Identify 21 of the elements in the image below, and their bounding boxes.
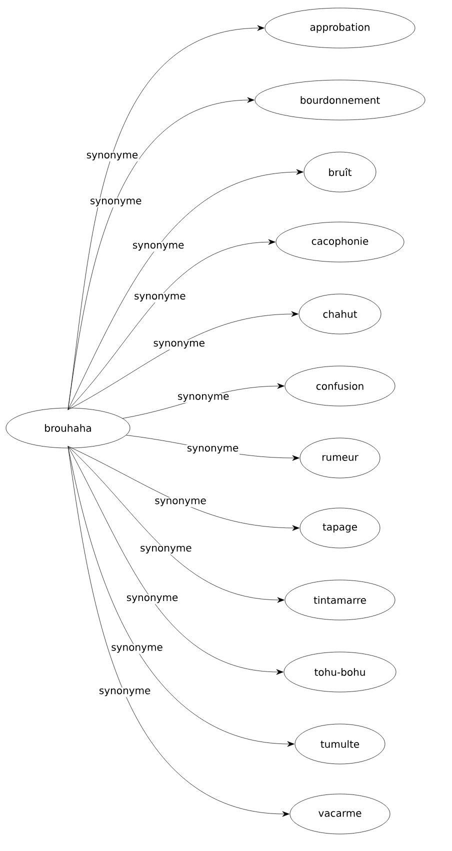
edge-label: synonyme: [85, 152, 140, 162]
edge-label: synonyme: [110, 644, 164, 654]
edge-label: synonyme: [133, 292, 187, 303]
edge-label: synonyme: [98, 687, 152, 698]
edge-label: synonyme: [186, 444, 240, 455]
arrow: [68, 169, 304, 410]
edge-label: synonyme: [154, 497, 208, 508]
edge-label: synonyme: [176, 393, 230, 403]
edge-label: synonyme: [152, 340, 206, 350]
arrow: [68, 311, 298, 410]
edge-label: synonyme: [139, 544, 193, 555]
arrow: [68, 446, 290, 817]
arrow: [68, 239, 276, 410]
edge-label: synonyme: [125, 594, 180, 604]
arrow: [68, 446, 284, 603]
arrow: [68, 97, 254, 410]
edge-label: synonyme: [131, 242, 186, 252]
arrow: [68, 446, 300, 531]
arrow: [68, 446, 294, 747]
edge-label: synonyme: [88, 198, 143, 208]
arrow: [68, 446, 284, 675]
